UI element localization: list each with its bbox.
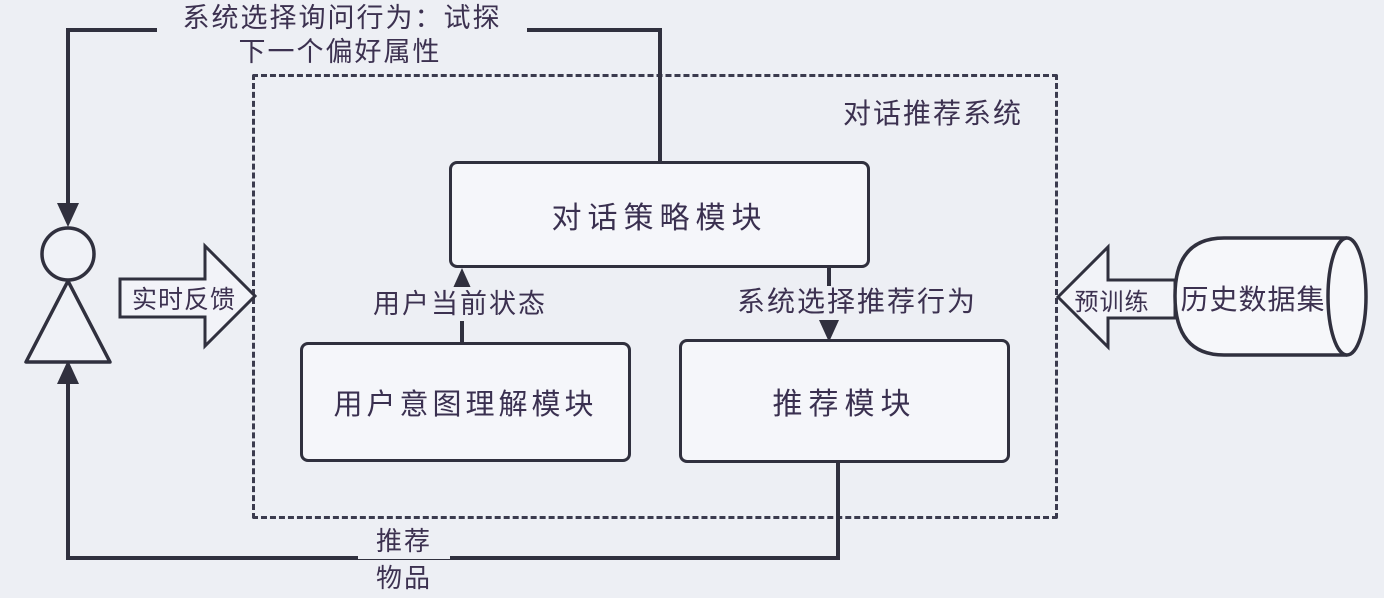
block-arrow-right-icon [118,242,258,350]
user-figure-icon [24,226,112,364]
connector-query-drop-to-policy [658,28,662,163]
recommend-module-label: 推荐模块 [772,388,917,421]
connector-item-bottom-horizontal [66,556,840,560]
intent-module-label: 用户意图理解模块 [333,389,598,421]
connector-query-down-to-user [66,28,70,206]
query-action-label-line2: 下一个偏好属性 [238,37,442,67]
arrowhead-into-policy [453,268,471,288]
dataset-label: 历史数据集 [1180,285,1326,316]
intent-module-box: 用户意图理解模块 [300,342,631,462]
pretrain-label: 预训练 [1074,290,1150,316]
block-arrow-left-icon [1055,243,1177,351]
query-action-label-line1: 系统选择询问行为：试探 [157,1,527,35]
connector-item-up-to-user [66,384,70,558]
user-state-label: 用户当前状态 [362,287,558,321]
database-cylinder-icon [1173,236,1368,357]
arrowhead-to-user-bottom [57,360,79,384]
recommend-action-label: 系统选择推荐行为 [706,286,1008,320]
recommend-item-label-line1: 推荐 [358,525,450,559]
arrowhead-into-recommend [819,320,839,342]
connector-recommend-down [836,463,840,558]
arrowhead-to-user-top [57,203,79,227]
realtime-feedback-label: 实时反馈 [131,287,236,314]
recommend-module-box: 推荐模块 [679,339,1010,463]
policy-module-label: 对话策略模块 [551,201,768,235]
system-name-label: 对话推荐系统 [843,99,1024,130]
policy-module-box: 对话策略模块 [449,161,870,268]
recommend-item-label-line2: 物品 [375,564,432,593]
